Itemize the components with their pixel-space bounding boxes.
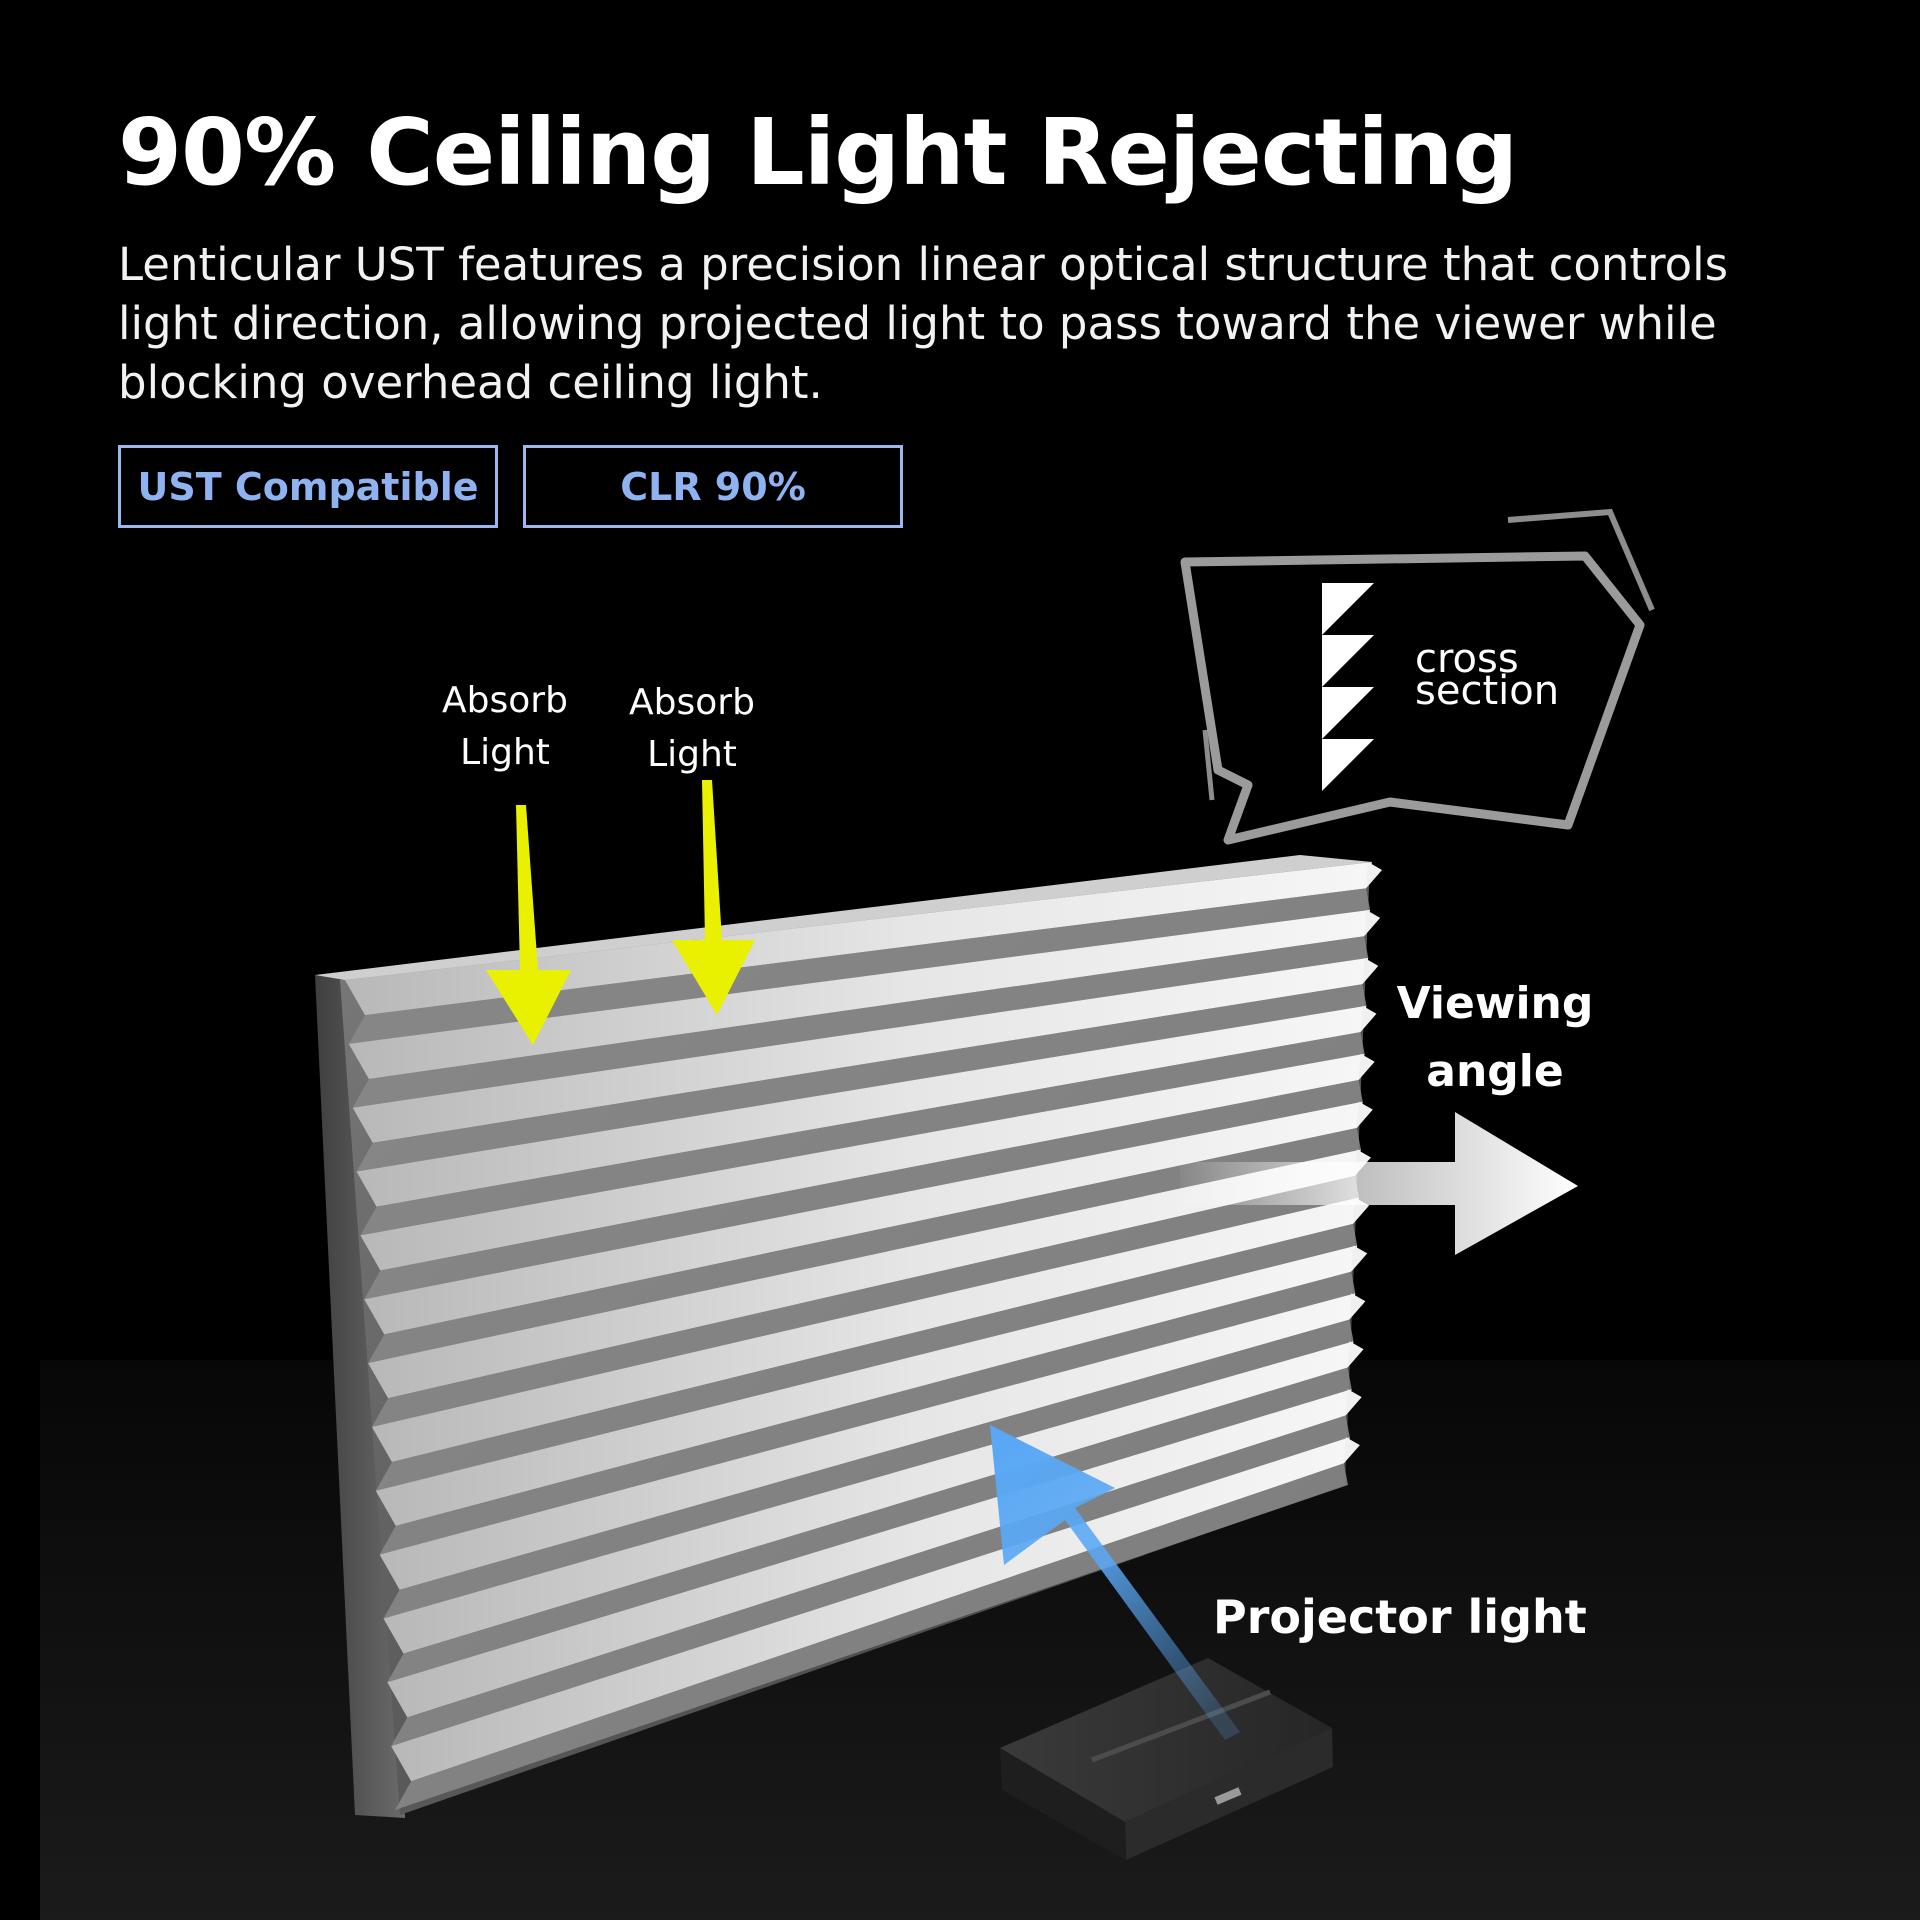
callout-accent-2 xyxy=(1202,729,1215,801)
screen-top-edge xyxy=(315,855,1372,980)
viewing-angle-arrow xyxy=(1180,1112,1578,1255)
absorb-light-arrows xyxy=(486,780,755,1045)
ridge-highlight xyxy=(387,1389,1352,1718)
absorb-arrow-2 xyxy=(672,780,755,1015)
projector-light-label: Projector light xyxy=(1213,1590,1587,1644)
ridge-highlight xyxy=(360,1053,1365,1271)
ridge-tip xyxy=(1364,909,1381,937)
ridge-highlight xyxy=(383,1341,1354,1654)
ridge-shadow xyxy=(379,1271,1356,1555)
ridge-highlight xyxy=(364,1101,1363,1335)
absorb-label-2-line1: Absorb xyxy=(629,682,755,723)
ridge-tip xyxy=(1349,1293,1366,1320)
ridge-shadow xyxy=(348,888,1371,1044)
absorb-label-1-line2: Light xyxy=(460,732,550,773)
cross-section-label: cross section xyxy=(1415,636,1560,714)
ridge-highlight xyxy=(379,1293,1356,1590)
ridge-highlight xyxy=(352,957,1369,1143)
ridge-shadow xyxy=(391,1415,1350,1747)
ridge-tip xyxy=(1343,1437,1360,1464)
ridge-tip xyxy=(1345,1389,1362,1416)
ridge-shadow xyxy=(364,1080,1363,1300)
clr-badge: CLR 90% xyxy=(523,445,903,528)
cross-section-line1: cross xyxy=(1415,636,1519,682)
projector-front xyxy=(1000,1748,1125,1860)
ridge-highlight xyxy=(371,1197,1360,1463)
ridge-shadow xyxy=(383,1319,1354,1619)
ridge-highlight xyxy=(391,1437,1350,1782)
ridge-shadow xyxy=(395,1463,1348,1810)
ridge-shadow xyxy=(371,1175,1360,1427)
ridge-tip xyxy=(1347,1341,1364,1368)
ridge-highlight xyxy=(375,1245,1358,1526)
ust-compatible-badge: UST Compatible xyxy=(118,445,498,528)
ridge-tip xyxy=(1358,1053,1375,1081)
ridge-highlight xyxy=(368,1149,1361,1399)
ridge-shadow xyxy=(356,984,1367,1172)
page-title: 90% Ceiling Light Rejecting xyxy=(118,99,1518,206)
screen-ridges xyxy=(315,855,1382,1810)
sawtooth-profile xyxy=(1322,583,1374,791)
ridge-shadow xyxy=(352,936,1369,1108)
ridge-highlight xyxy=(356,1005,1367,1207)
lenticular-screen xyxy=(315,855,1382,1818)
absorb-light-label-2: Absorb Light xyxy=(622,677,762,781)
ridge-shadow xyxy=(375,1223,1358,1491)
ridge-highlight xyxy=(345,862,1372,1016)
viewing-angle-line2: angle xyxy=(1426,1046,1564,1097)
cross-section-line2: section xyxy=(1415,668,1560,714)
absorb-arrow-1 xyxy=(486,805,571,1045)
ridge-tip xyxy=(1356,1101,1373,1128)
ridge-tip xyxy=(1362,957,1379,985)
ridge-highlight xyxy=(348,909,1371,1079)
cross-section-callout xyxy=(1180,508,1655,845)
feature-description: Lenticular UST features a precision line… xyxy=(118,238,1729,409)
ridge-tip xyxy=(1351,1245,1368,1272)
projector-light-arrow xyxy=(990,1425,1240,1740)
ust-projector xyxy=(1000,1658,1333,1860)
viewing-angle-line1: Viewing xyxy=(1396,978,1594,1029)
feature-badges: UST Compatible CLR 90% xyxy=(118,445,903,528)
screen-side-edge xyxy=(315,975,405,1818)
ridge-shadow xyxy=(387,1367,1352,1683)
projector-slot xyxy=(1091,1689,1271,1763)
absorb-label-1-line1: Absorb xyxy=(442,680,568,721)
ridge-tip xyxy=(1360,1005,1377,1033)
callout-accent xyxy=(1507,508,1655,612)
projector-indicator xyxy=(1214,1787,1242,1805)
absorb-light-label-1: Absorb Light xyxy=(435,675,575,779)
ridge-shadow xyxy=(360,1032,1365,1236)
absorb-label-2-line2: Light xyxy=(647,734,737,775)
ridge-tip xyxy=(1366,862,1382,889)
viewing-angle-label: Viewing angle xyxy=(1380,970,1610,1106)
callout-outline xyxy=(1180,551,1645,845)
ridge-shadow xyxy=(368,1127,1361,1364)
